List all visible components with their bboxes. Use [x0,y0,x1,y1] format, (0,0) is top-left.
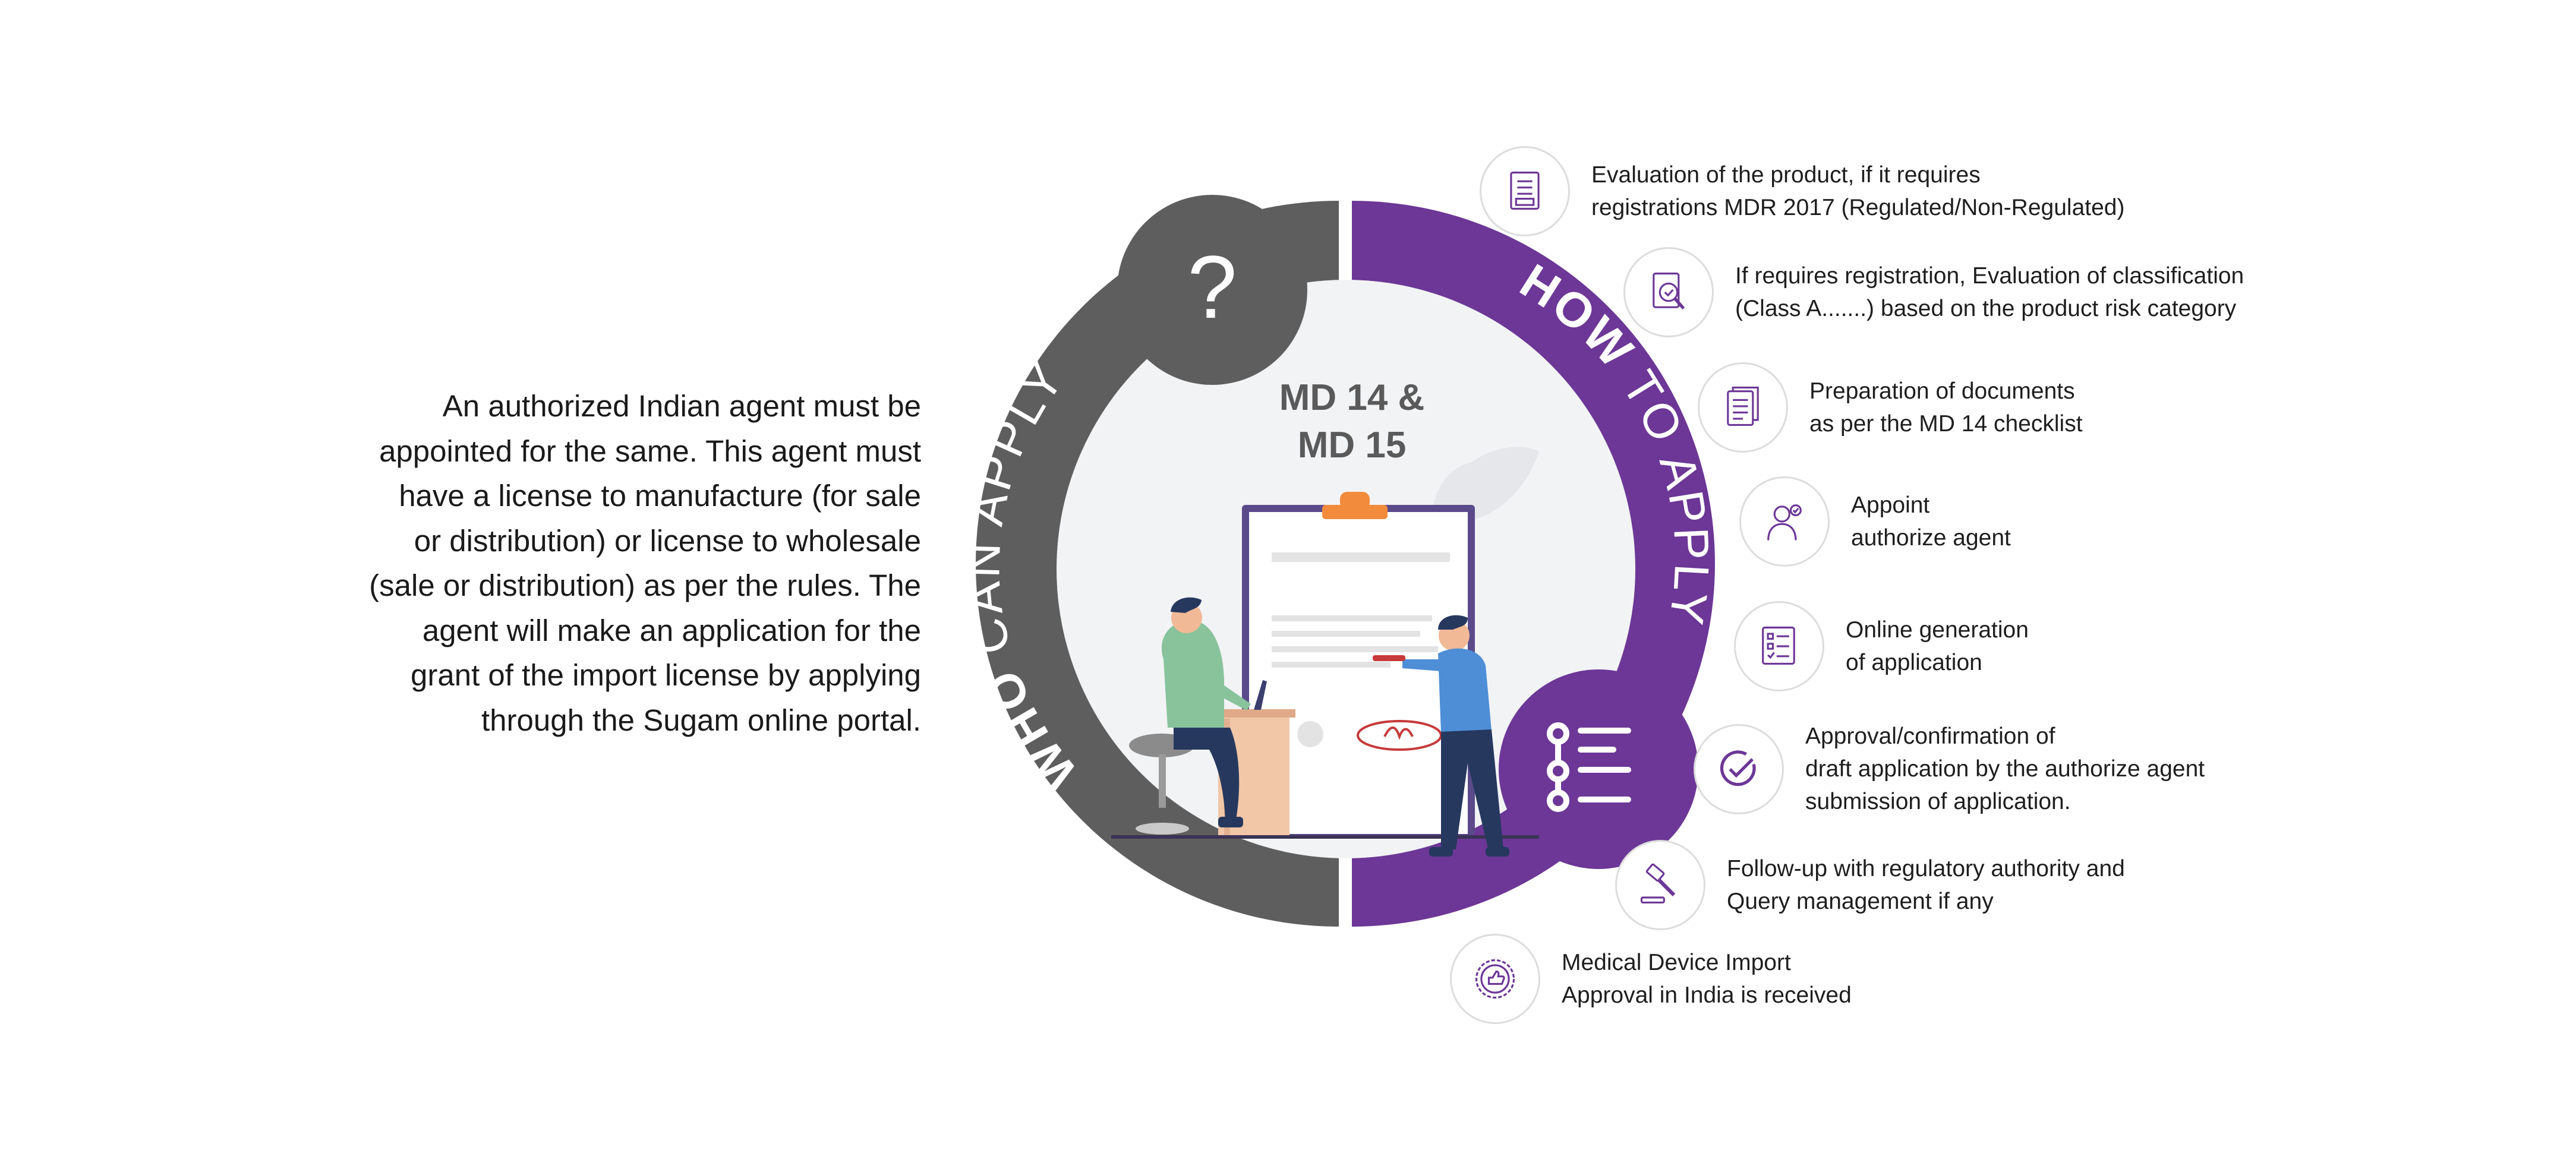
step-label-line: Approval/confirmation of [1805,723,2055,749]
step-label-line: draft application by the authorize agent [1805,756,2205,782]
step-label-line: If requires registration, Evaluation of … [1735,263,2244,289]
step-item: If requires registration, Evaluation of … [1623,247,2244,337]
step-icon-circle [1615,840,1705,930]
step-item: Preparation of documents as per the MD 1… [1698,362,2083,453]
step-label-line: (Class A.......) based on the product ri… [1735,296,2237,321]
steps-list-icon [1547,722,1631,812]
step-item: Follow-up with regulatory authority and … [1615,840,2125,930]
step-label-line: Follow-up with regulatory authority and [1727,856,2125,881]
online-form-icon [1762,626,1795,665]
step-icon-circle [1734,601,1824,691]
step-label-line: of application [1846,650,1982,675]
step-label: Follow-up with regulatory authority and … [1727,852,2125,918]
step-item: Medical Device Import Approval in India … [1450,934,1852,1024]
agent-icon [1767,504,1802,541]
step-item: Evaluation of the product, if it require… [1480,146,2124,236]
question-mark-icon: ? [1187,237,1237,337]
approval-badge-icon [1475,959,1515,999]
step-label-line: Online generation [1846,617,2029,643]
documents-icon [1727,386,1759,426]
product-document-icon [1510,171,1540,210]
step-label: Evaluation of the product, if it require… [1591,159,2124,224]
step-item: Approval/confirmation of draft applicati… [1694,720,2205,818]
step-icon-circle [1739,476,1830,567]
who-text-line: An authorized Indian agent must be [442,389,921,423]
step-label-line: Query management if any [1727,889,1994,914]
step-icon-circle [1623,247,1714,337]
who-can-apply-text: An authorized Indian agent must be appoi… [261,384,921,742]
step-label: Approval/confirmation of draft applicati… [1805,720,2205,818]
who-text-line: have a license to manufacture (for sale [399,479,921,513]
step-label: If requires registration, Evaluation of … [1735,260,2244,325]
step-label-line: Approval in India is received [1562,982,1852,1008]
who-text-line: through the Sugam online portal. [481,703,921,737]
step-label: Appoint authorize agent [1851,489,2011,554]
step-icon-circle [1450,934,1540,1024]
gavel-icon [1640,863,1676,903]
who-text-line: or distribution) or license to wholesale [414,523,921,558]
who-text-line: grant of the import license by applying [411,658,921,692]
seated-person-illustration [1129,597,1295,835]
step-label: Online generation of application [1846,614,2029,679]
search-classification-icon [1653,272,1685,310]
center-title-line2: MD 15 [1298,425,1407,466]
step-label: Preparation of documents as per the MD 1… [1809,375,2083,440]
step-label-line: Evaluation of the product, if it require… [1591,162,1981,188]
who-text-line: appointed for the same. This agent must [379,434,921,468]
step-label-line: Appoint [1851,492,1930,518]
who-text-line: agent will make an application for the [422,613,921,647]
step-label-line: Medical Device Import [1562,950,1791,975]
step-icon-circle [1694,723,1784,814]
step-label-line: submission of application. [1805,789,2071,814]
step-icon-circle [1698,362,1788,453]
step-label-line: Preparation of documents [1809,378,2075,404]
step-icon-circle [1480,146,1570,236]
center-title-line1: MD 14 & [1279,377,1425,418]
standing-person-illustration [1373,615,1509,857]
step-label: Medical Device Import Approval in India … [1562,946,1852,1012]
who-text-line: (sale or distribution) as per the rules.… [369,568,921,602]
step-item: Online generation of application [1734,601,2029,691]
question-badge [1117,195,1307,385]
step-label-line: registrations MDR 2017 (Regulated/Non-Re… [1591,195,2125,220]
step-item: Appoint authorize agent [1739,476,2011,567]
check-circle-icon [1720,750,1756,786]
step-label-line: as per the MD 14 checklist [1809,411,2083,437]
step-label-line: authorize agent [1851,525,2011,551]
